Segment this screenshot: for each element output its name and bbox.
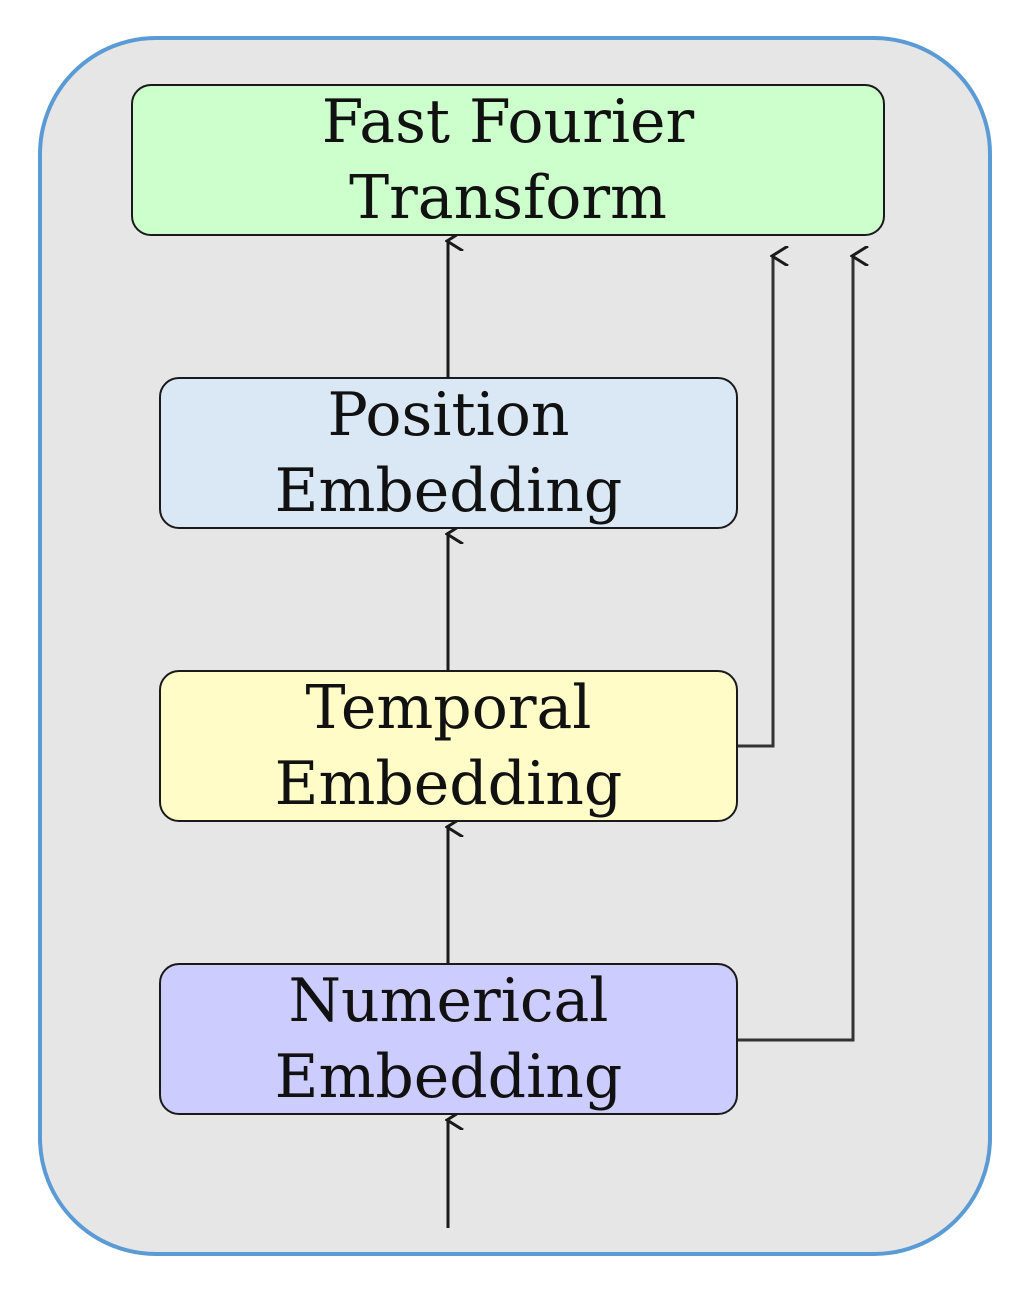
- temporal-label-line1: Temporal: [305, 673, 592, 743]
- fft-block: Fast Fourier Transform: [131, 84, 885, 236]
- numerical-label-line2: Embedding: [274, 1042, 623, 1112]
- position-embedding-block: Position Embedding: [159, 377, 738, 529]
- skip-arrow-numerical-to-fft: [738, 256, 853, 1042]
- skip-arrow-temporal-to-fft: [738, 256, 773, 748]
- temporal-embedding-block: Temporal Embedding: [159, 670, 738, 822]
- temporal-label-line2: Embedding: [274, 749, 623, 819]
- fft-label-line2: Transform: [349, 163, 667, 233]
- position-label-line2: Embedding: [274, 456, 623, 526]
- position-label-line1: Position: [327, 380, 570, 450]
- numerical-embedding-block: Numerical Embedding: [159, 963, 738, 1115]
- fft-label-line1: Fast Fourier: [321, 87, 695, 157]
- numerical-label-line1: Numerical: [288, 966, 609, 1036]
